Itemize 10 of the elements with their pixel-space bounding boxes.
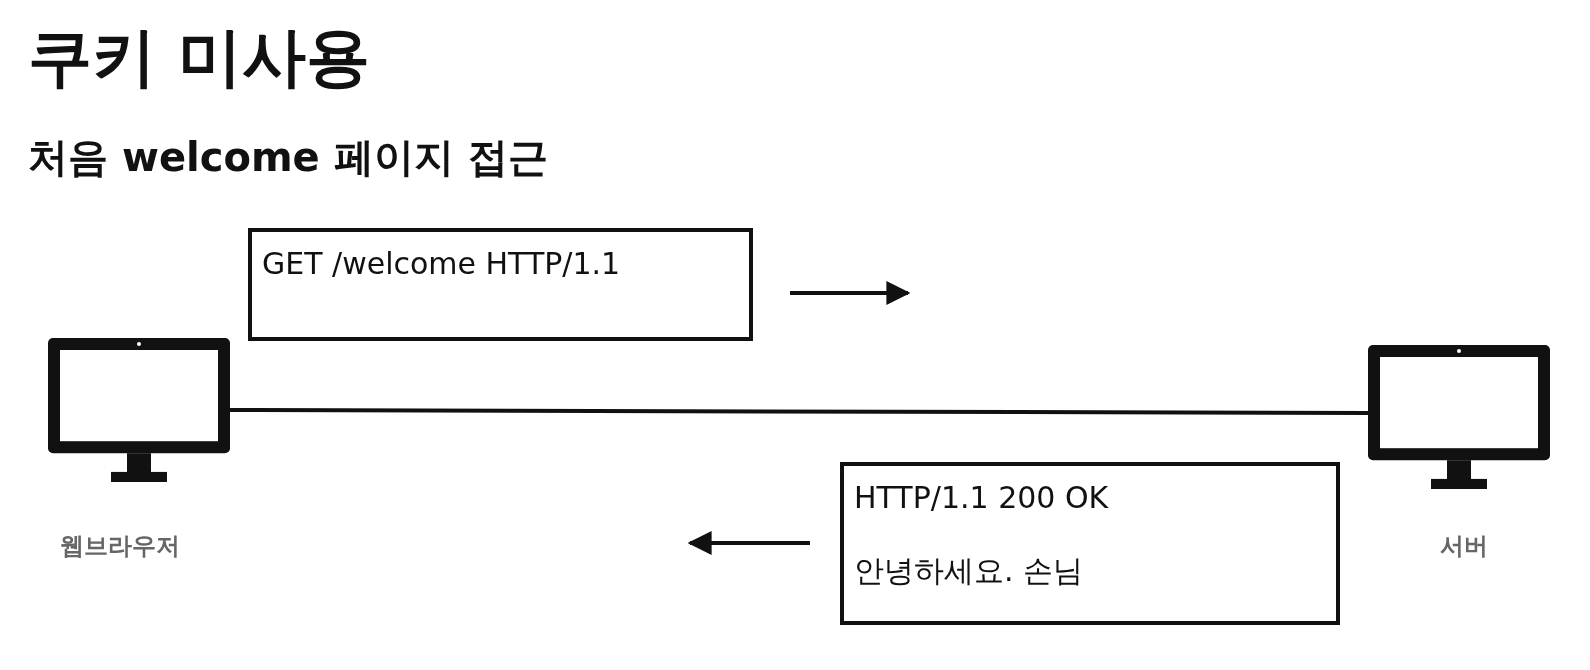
device-label: 서버 xyxy=(1440,531,1488,562)
message-box xyxy=(248,228,753,341)
message-text: HTTP/1.1 200 OK xyxy=(854,480,1110,515)
connection-line xyxy=(230,408,1368,415)
title: 쿠키 미사용 xyxy=(28,19,371,96)
message-text: 안녕하세요. 손님 xyxy=(854,552,1085,590)
message-box xyxy=(840,462,1340,625)
message-text: GET /welcome HTTP/1.1 xyxy=(262,246,622,281)
device-label: 웹브라우저 xyxy=(60,531,180,562)
subtitle: 처음 welcome 페이지 접근 xyxy=(28,133,548,182)
